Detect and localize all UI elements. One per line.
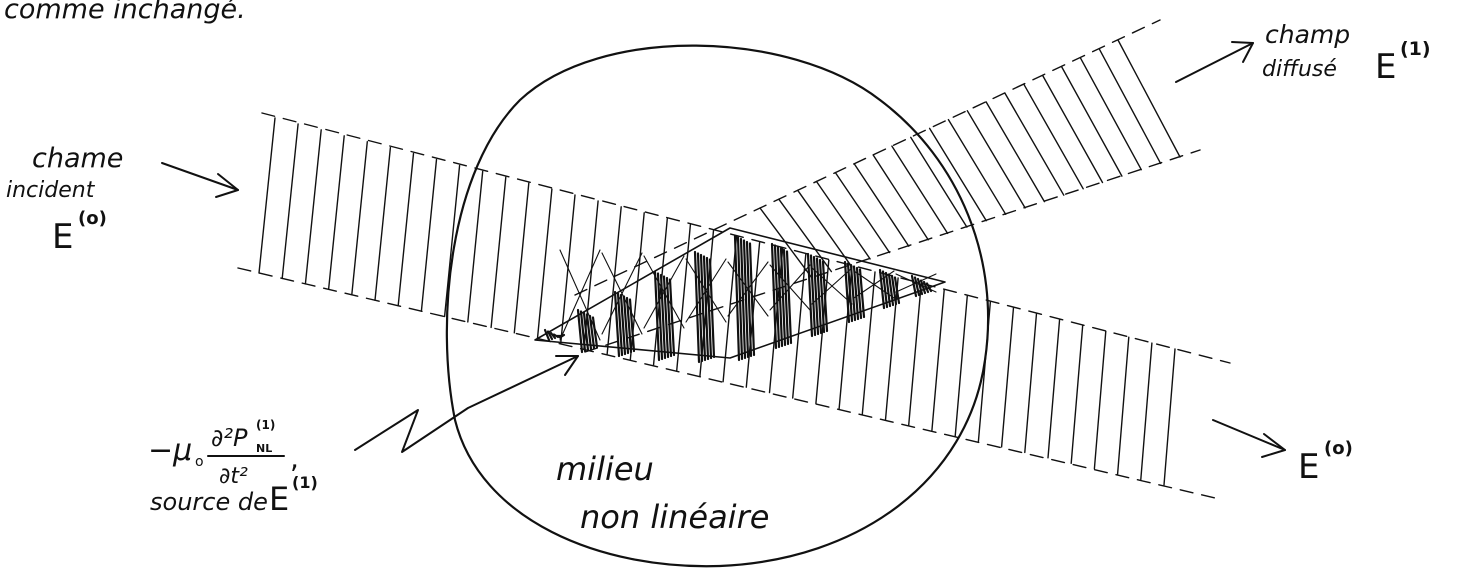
- incident-wavefront: [305, 130, 321, 284]
- incident-wavefront: [538, 189, 552, 338]
- scattered-wavefront: [1043, 75, 1103, 182]
- incident-wavefront: [1141, 343, 1152, 480]
- scattered-wavefront: [911, 137, 967, 227]
- incident-wavefront: [1164, 349, 1175, 485]
- scattered-wavefront: [930, 128, 987, 220]
- medium-label-line2: non linéaire: [580, 498, 769, 536]
- incident-wavefront: [375, 148, 390, 301]
- scattered-wavefront: [835, 173, 889, 253]
- scattered-wavefront: [873, 155, 928, 240]
- source-label-line2: source de: [150, 488, 268, 516]
- scattered-wavefront: [967, 111, 1025, 208]
- medium-label-line1: milieu: [556, 450, 654, 488]
- incident-wavefront: [978, 302, 990, 442]
- incident-label: chame incident E (o): [6, 143, 123, 257]
- incident-wavefront: [421, 160, 436, 312]
- source-region: [535, 228, 945, 362]
- scattered-wavefront: [1024, 84, 1083, 189]
- incident-wavefronts: [259, 118, 1175, 485]
- incident-wavefront: [862, 272, 875, 414]
- incident-arrow: [162, 163, 238, 197]
- source-pointer-arrow: [355, 356, 578, 452]
- scattered-wavefront: [1118, 40, 1180, 157]
- incident-wavefront: [909, 284, 922, 425]
- incident-label-line1: chame: [32, 143, 123, 174]
- incident-wavefront: [1002, 308, 1014, 447]
- incident-wavefront: [793, 254, 806, 398]
- incident-wavefront: [1118, 337, 1129, 474]
- scattered-wavefront: [986, 102, 1044, 202]
- scattered-beam-edge-top: [575, 20, 1160, 295]
- scattered-field-symbol: E: [1375, 47, 1396, 87]
- incident-wavefront: [1025, 314, 1037, 453]
- incident-label-line2: incident: [6, 178, 96, 203]
- transmitted-arrow: [1213, 420, 1285, 457]
- scattered-wavefront: [760, 208, 812, 278]
- scattered-beam-edge-bottom: [585, 150, 1200, 352]
- incident-wavefront: [398, 154, 413, 306]
- incident-wavefront: [445, 165, 460, 316]
- scattered-wavefronts: [760, 40, 1180, 278]
- medium-label: milieu non linéaire: [556, 450, 769, 536]
- source-label: −μ o ∂²P NL (1) ∂t² , source de E (1): [148, 418, 318, 518]
- incident-wavefront: [1094, 331, 1105, 469]
- scattered-label-line1: champ: [1265, 20, 1350, 49]
- incident-wavefront: [259, 118, 275, 273]
- source-numerator-subscript: NL: [256, 442, 272, 455]
- scattered-label-line2: diffusé: [1262, 57, 1337, 82]
- incident-field-symbol: E: [52, 217, 73, 257]
- incident-wavefront: [932, 290, 944, 431]
- incident-wavefront: [352, 142, 368, 295]
- incident-beam-edge-bottom: [238, 268, 1215, 498]
- scattered-wavefront: [1099, 49, 1160, 164]
- incident-wavefront: [607, 207, 621, 355]
- transmitted-field-symbol: E: [1298, 447, 1319, 487]
- incident-wavefront: [468, 171, 483, 322]
- header-text: comme inchangé.: [4, 0, 246, 25]
- incident-wavefront: [1071, 325, 1083, 463]
- scattered-wavefront: [1080, 58, 1141, 170]
- scattered-wavefront: [1062, 67, 1122, 177]
- incident-wavefront: [723, 237, 736, 382]
- source-numerator: ∂²P: [211, 424, 248, 452]
- nonlinear-medium-boundary: [447, 46, 988, 567]
- scattered-arrow: [1176, 42, 1253, 82]
- source-numerator-superscript: (1): [256, 418, 275, 432]
- incident-wavefront: [491, 177, 506, 327]
- source-comma: ,: [290, 442, 299, 475]
- scattered-label: champ diffusé E (1): [1262, 20, 1431, 87]
- source-field-superscript: (1): [292, 473, 318, 492]
- incident-wavefront: [329, 136, 345, 289]
- transmitted-label: E (o): [1298, 438, 1353, 487]
- incident-beam: [238, 113, 1230, 498]
- source-mu: −μ: [148, 433, 192, 468]
- incident-wavefront: [514, 183, 529, 333]
- scattered-wavefront: [817, 182, 871, 259]
- incident-wavefront: [1048, 319, 1060, 457]
- source-field-symbol: E: [269, 480, 289, 518]
- transmitted-field-superscript: (o): [1324, 438, 1353, 459]
- scattered-field-superscript: (1): [1400, 38, 1431, 60]
- scattered-wavefront: [1005, 93, 1064, 195]
- incident-wavefront: [282, 124, 298, 279]
- scattered-wavefront: [948, 120, 1005, 215]
- incident-wavefront: [955, 296, 967, 436]
- scattered-wavefront: [854, 164, 909, 246]
- scattered-wavefront: [892, 146, 948, 233]
- source-denominator: ∂t²: [219, 464, 248, 489]
- incident-field-superscript: (o): [78, 208, 107, 229]
- source-mu-subscript: o: [195, 454, 204, 470]
